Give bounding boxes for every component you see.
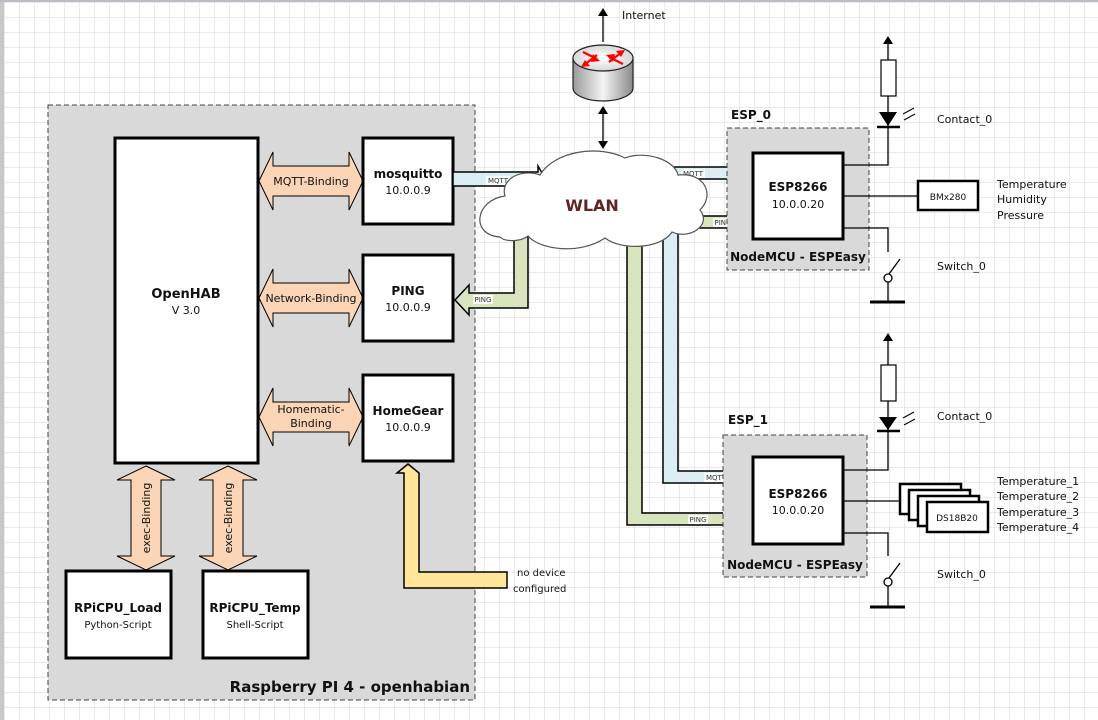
ping-pipe-rpi: PING xyxy=(453,231,529,317)
esp0-chip: ESP8266 xyxy=(768,180,827,194)
homematic-binding-label-2: Binding xyxy=(290,417,332,430)
esp1-node: ESP_1 ESP8266 10.0.0.20 NodeMCU - ESPEas… xyxy=(722,333,1079,609)
rpicpu-load-type: Python-Script xyxy=(84,620,151,631)
esp1-firmware: NodeMCU - ESPEasy xyxy=(727,558,863,572)
esp0-ip: 10.0.0.20 xyxy=(772,198,824,211)
esp1-sensor-value-2: Temperature_2 xyxy=(996,490,1079,503)
raspberry-pi-label: Raspberry PI 4 - openhabian xyxy=(230,678,470,696)
esp0-switch-icon xyxy=(870,258,905,304)
rpicpu-load-box[interactable]: RPiCPU_Load Python-Script xyxy=(64,569,173,660)
mosquitto-name: mosquitto xyxy=(374,167,443,181)
mqtt-pipe-label-rpi: MQTT xyxy=(488,177,509,185)
top-edge-bar xyxy=(0,0,1098,2)
internet-label: Internet xyxy=(622,9,666,22)
homematic-binding-arrow: Homematic- Binding xyxy=(258,387,364,447)
esp1-resistor-icon xyxy=(880,364,897,402)
esp1-sensor-value-1: Temperature_1 xyxy=(996,475,1079,488)
exec-binding-label-temp: exec-Binding xyxy=(222,483,235,554)
mqtt-binding-label: MQTT-Binding xyxy=(273,175,349,188)
esp0-led-icon xyxy=(877,107,916,129)
rpicpu-temp-box[interactable]: RPiCPU_Temp Shell-Script xyxy=(201,569,310,660)
esp1-contact-label: Contact_0 xyxy=(937,410,992,423)
rpicpu-load-name: RPiCPU_Load xyxy=(74,601,162,616)
mosquitto-box[interactable]: mosquitto 10.0.0.9 xyxy=(361,136,455,226)
left-edge-bar xyxy=(0,0,4,720)
homegear-input-pipe: no device configured xyxy=(394,463,566,595)
exec-binding-label-load: exec-Binding xyxy=(140,483,153,554)
network-binding-arrow: Network-Binding xyxy=(258,268,364,328)
homegear-note-line2: configured xyxy=(513,584,566,595)
network-binding-label: Network-Binding xyxy=(265,292,356,305)
esp1-sensor-name: DS18B20 xyxy=(936,514,978,524)
esp0-node: ESP_0 ESP8266 10.0.0.20 NodeMCU - ESPEas… xyxy=(726,36,1067,304)
esp1-led-icon xyxy=(877,411,916,433)
raspberry-pi-group: Raspberry PI 4 - openhabian OpenHAB V 3.… xyxy=(47,104,476,701)
esp0-sensor-value-3: Pressure xyxy=(997,209,1044,222)
esp1-switch-icon xyxy=(870,562,905,609)
esp1-chip-box[interactable]: ESP8266 10.0.0.20 xyxy=(751,455,845,546)
esp1-id: ESP_1 xyxy=(728,413,768,428)
homegear-ip: 10.0.0.9 xyxy=(385,421,430,434)
openhab-version: V 3.0 xyxy=(172,304,201,317)
esp0-sensor-box[interactable]: BMx280 xyxy=(916,179,980,212)
router-arrows-icon xyxy=(581,50,625,67)
esp0-switch-label: Switch_0 xyxy=(937,260,986,273)
exec-binding-arrow-load: exec-Binding xyxy=(116,465,176,571)
esp1-switch-wire xyxy=(843,532,889,556)
esp0-id: ESP_0 xyxy=(731,108,771,123)
wlan-label: WLAN xyxy=(565,196,619,215)
ping-pipe-label-esp1: PING xyxy=(690,516,707,524)
wlan-cloud[interactable]: WLAN xyxy=(479,150,708,250)
ping-box[interactable]: PING 10.0.0.9 xyxy=(361,253,455,343)
esp0-resistor-icon xyxy=(880,59,897,97)
homegear-box[interactable]: HomeGear 10.0.0.9 xyxy=(361,373,455,463)
ping-pipe-label-rpi: PING xyxy=(475,296,492,304)
esp1-ip: 10.0.0.20 xyxy=(772,504,824,517)
esp0-firmware: NodeMCU - ESPEasy xyxy=(730,250,866,264)
rpicpu-temp-name: RPiCPU_Temp xyxy=(209,601,301,616)
openhab-name: OpenHAB xyxy=(151,287,220,302)
esp1-chip: ESP8266 xyxy=(768,487,827,501)
esp0-chip-box[interactable]: ESP8266 10.0.0.20 xyxy=(751,151,845,241)
esp0-sensor-value-1: Temperature xyxy=(996,178,1067,191)
internet-link: Internet xyxy=(598,7,666,42)
homegear-name: HomeGear xyxy=(373,404,444,418)
esp0-sensor-value-2: Humidity xyxy=(997,193,1047,206)
mqtt-pipe-label-esp1: MQTT xyxy=(706,474,727,482)
esp0-switch-wire xyxy=(843,227,889,252)
esp1-switch-label: Switch_0 xyxy=(937,568,986,581)
esp1-sensor-value-4: Temperature_4 xyxy=(996,521,1079,534)
mqtt-pipe-label-esp0: MQTT xyxy=(683,170,704,178)
ping-ip: 10.0.0.9 xyxy=(385,301,430,314)
homegear-note-line1: no device xyxy=(517,568,565,579)
ping-pipe-label-esp0: PING xyxy=(715,219,732,227)
homematic-binding-label-1: Homematic- xyxy=(277,403,344,416)
ping-name: PING xyxy=(391,284,424,298)
esp0-sensor-name: BMx280 xyxy=(930,193,967,203)
rpicpu-temp-type: Shell-Script xyxy=(226,620,283,631)
mosquitto-ip: 10.0.0.9 xyxy=(385,184,430,197)
esp1-sensor-stack[interactable]: DS18B20 xyxy=(898,482,990,534)
router-icon[interactable] xyxy=(572,44,634,102)
esp0-contact-label: Contact_0 xyxy=(937,113,992,126)
openhab-box[interactable]: OpenHAB V 3.0 xyxy=(113,136,260,465)
esp1-sensor-value-3: Temperature_3 xyxy=(996,506,1079,519)
